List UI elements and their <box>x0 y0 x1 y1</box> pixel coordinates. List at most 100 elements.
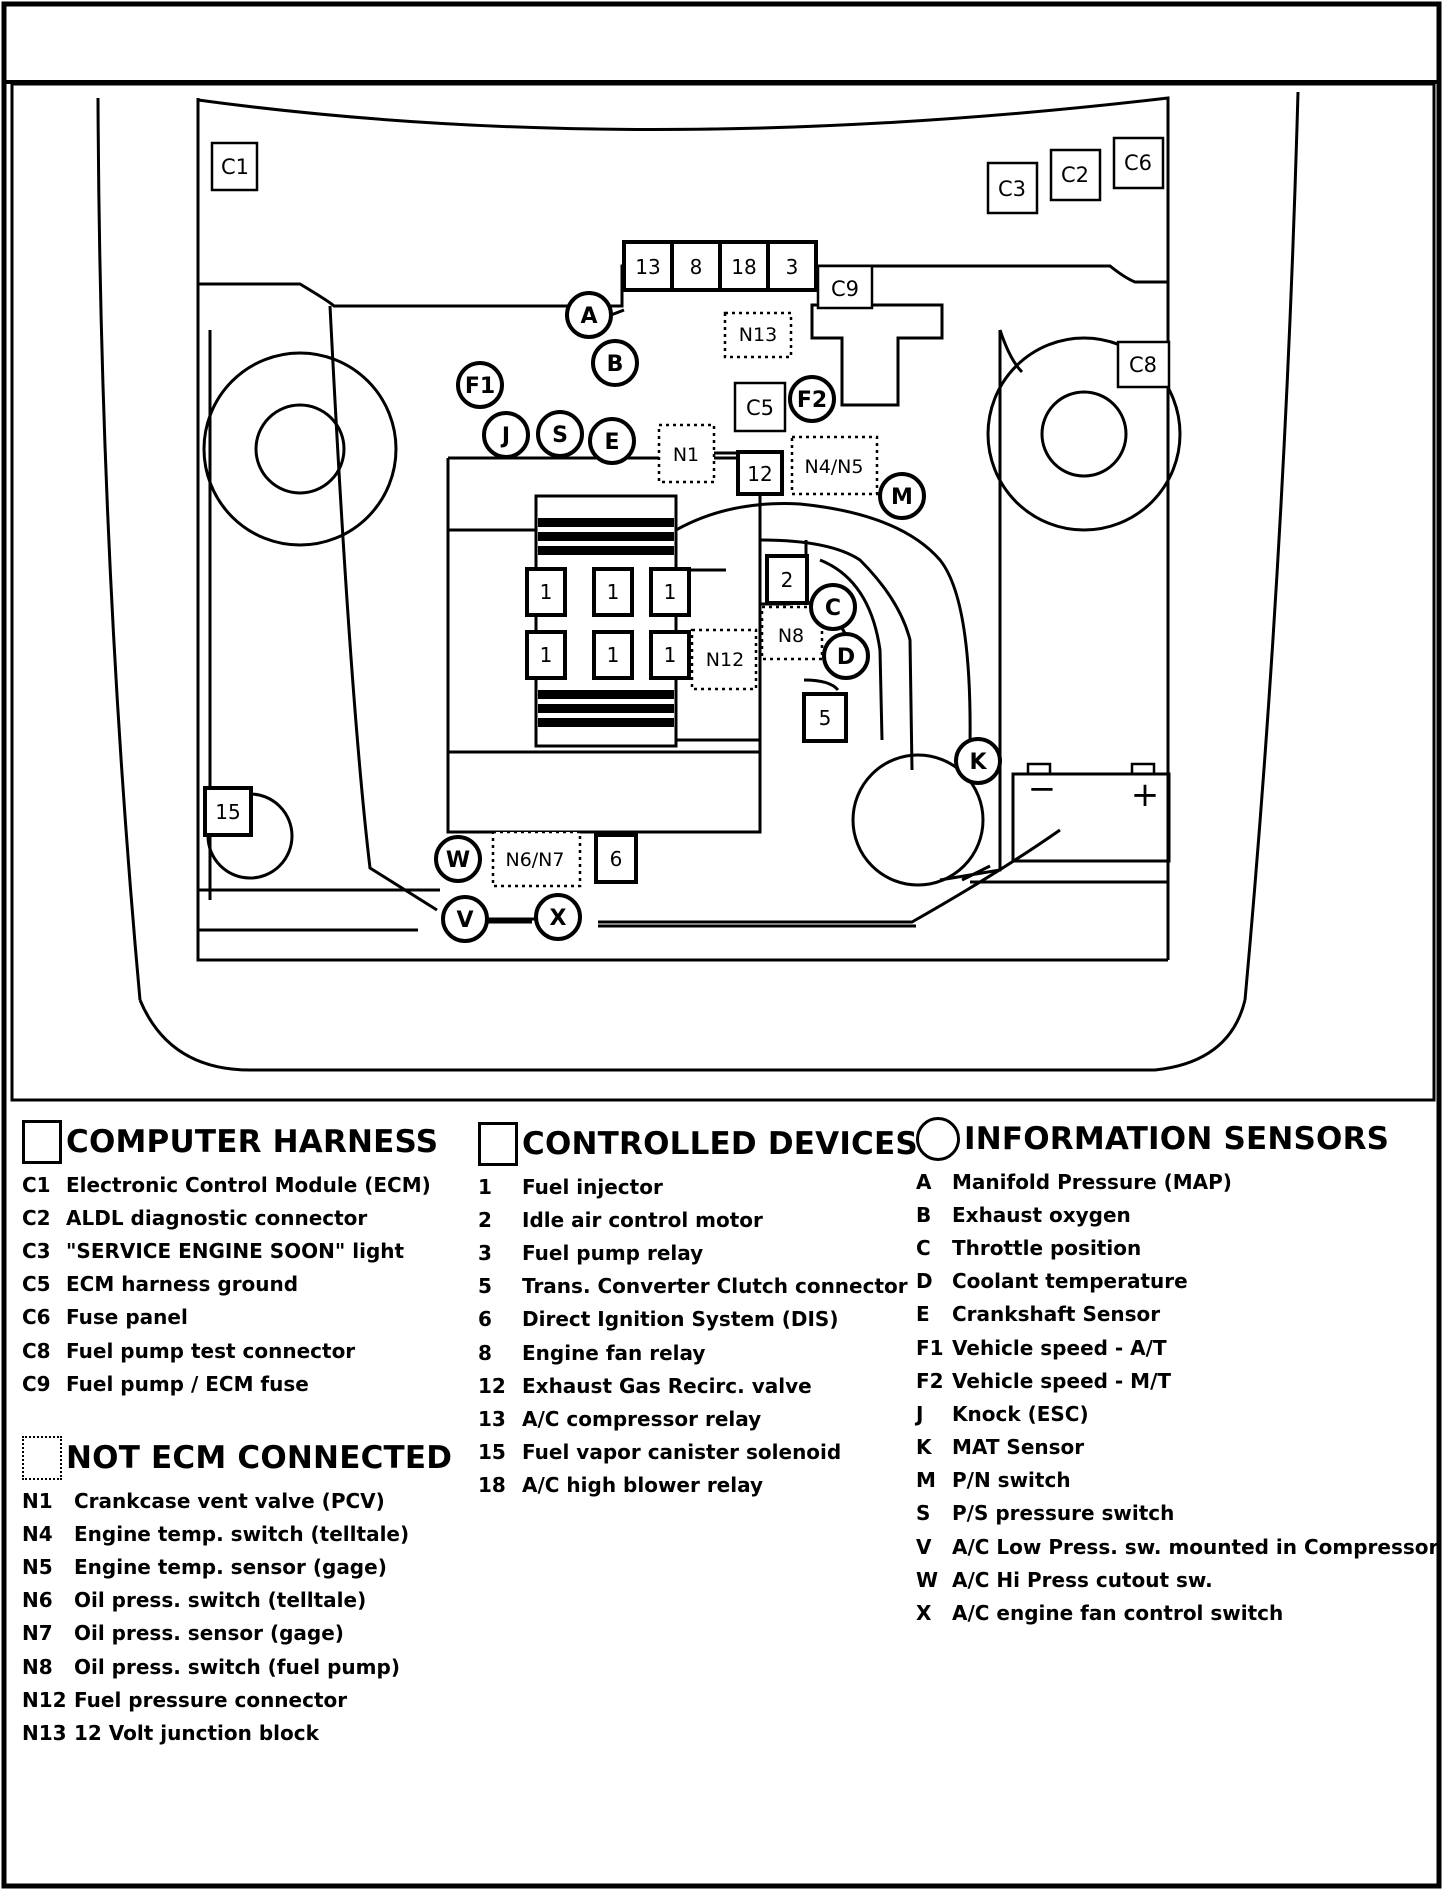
legend-item-description: P/S pressure switch <box>952 1501 1175 1526</box>
legend-item-code: 3 <box>478 1240 492 1265</box>
square-symbol-icon <box>478 1122 518 1166</box>
circle-symbol-icon <box>916 1117 960 1161</box>
legend-item-code: M <box>916 1468 936 1493</box>
legend-item-description: Fuel pump relay <box>522 1240 704 1265</box>
label-E: E <box>604 430 619 455</box>
label-N12: N12 <box>706 649 744 671</box>
legend-item-code: A <box>916 1169 932 1194</box>
label-K: K <box>969 750 987 775</box>
legend-item-code: F1 <box>916 1335 944 1360</box>
label-C8: C8 <box>1129 353 1157 377</box>
legend-title: NOT ECM CONNECTED <box>66 1440 453 1476</box>
legend-item-description: Idle air control motor <box>522 1207 763 1232</box>
device-2 <box>765 554 809 605</box>
label-C6: C6 <box>1124 151 1152 175</box>
legend-item-code: J <box>916 1401 924 1426</box>
label-S: S <box>552 423 568 448</box>
legend-item-code: W <box>916 1567 939 1592</box>
label-C2: C2 <box>1061 163 1089 187</box>
label-13: 13 <box>635 255 660 279</box>
legend-item-code: E <box>916 1302 930 1327</box>
legend-title: COMPUTER HARNESS <box>66 1124 439 1160</box>
legend-title: CONTROLLED DEVICES <box>522 1126 918 1162</box>
legend-item-code: 1 <box>478 1174 492 1199</box>
device-5 <box>802 692 848 743</box>
not-ecm-N8 <box>760 605 824 661</box>
device-12 <box>736 450 784 496</box>
legend-item-description: MAT Sensor <box>952 1435 1085 1460</box>
wire-links <box>487 308 738 921</box>
device-13 <box>622 240 674 292</box>
legend-item-description: ALDL diagnostic connector <box>66 1205 368 1230</box>
label-8: 8 <box>690 255 703 279</box>
battery: − + <box>1011 762 1171 863</box>
connector-C1 <box>210 141 259 192</box>
label-1a: 1 <box>540 580 553 604</box>
legend-item-description: Fuse panel <box>66 1305 188 1330</box>
legend-item-description: Fuel pump test connector <box>66 1338 356 1363</box>
not-ecm-N13 <box>723 311 793 359</box>
sensor-F1 <box>456 361 504 409</box>
legend-controlled-devices-header: CONTROLLED DEVICES <box>478 1122 918 1166</box>
legend-item-description: A/C high blower relay <box>522 1473 764 1498</box>
harness-connector-labels: C1 C3 C2 C6 C9 C8 C5 <box>221 151 1157 420</box>
legend-item-description: Direct Ignition System (DIS) <box>522 1307 839 1332</box>
legend-item-description: 12 Volt junction block <box>74 1720 319 1745</box>
connector-C6 <box>1112 136 1165 190</box>
label-X: X <box>550 906 567 931</box>
legend-not-ecm-header: NOT ECM CONNECTED <box>22 1436 462 1480</box>
legend-item-description: Oil press. sensor (gage) <box>74 1621 344 1646</box>
diagram-frame <box>10 82 1436 1102</box>
label-F2: F2 <box>797 388 827 413</box>
connector-C5 <box>733 381 787 433</box>
legend-item-code: N5 <box>22 1554 53 1579</box>
legend-item-code: N7 <box>22 1621 53 1646</box>
legend-item-code: N4 <box>22 1521 53 1546</box>
legend-item-description: Trans. Converter Clutch connector <box>522 1274 908 1299</box>
square-symbol-icon <box>22 1120 62 1164</box>
not-ecm-N1 <box>657 423 716 484</box>
legend-item: C3"SERVICE ENGINE SOON" light <box>22 1234 462 1267</box>
fuel-rail-stripes <box>538 518 674 727</box>
label-C1: C1 <box>221 155 249 179</box>
legend-item-description: Throttle position <box>952 1235 1142 1260</box>
not-ecm-N6N7 <box>491 830 582 888</box>
legend-item-code: K <box>916 1435 932 1460</box>
legend-item-code: 5 <box>478 1274 492 1299</box>
engine-bay-outline <box>96 91 1300 1072</box>
legend-item-description: A/C compressor relay <box>522 1406 762 1431</box>
legend-item-code: 6 <box>478 1307 492 1332</box>
label-6: 6 <box>610 847 623 871</box>
legend-item-code: S <box>916 1501 931 1526</box>
legend-item-description: A/C Hi Press cutout sw. <box>952 1567 1213 1592</box>
legend-item-description: Engine temp. switch (telltale) <box>74 1521 410 1546</box>
injector-1d <box>525 630 567 680</box>
legend-item: K MAT Sensor <box>916 1431 1436 1464</box>
legend-item: S P/S pressure switch <box>916 1497 1436 1530</box>
battery-minus: − <box>1028 769 1057 809</box>
label-1f: 1 <box>664 643 677 667</box>
intake-manifold <box>446 456 762 834</box>
not-ecm-boxes <box>491 311 879 888</box>
label-B: B <box>607 352 624 377</box>
label-C: C <box>825 596 841 621</box>
legend-item-description: Engine temp. sensor (gage) <box>74 1554 387 1579</box>
sensor-J <box>482 411 530 459</box>
legend-title: INFORMATION SENSORS <box>964 1121 1390 1157</box>
